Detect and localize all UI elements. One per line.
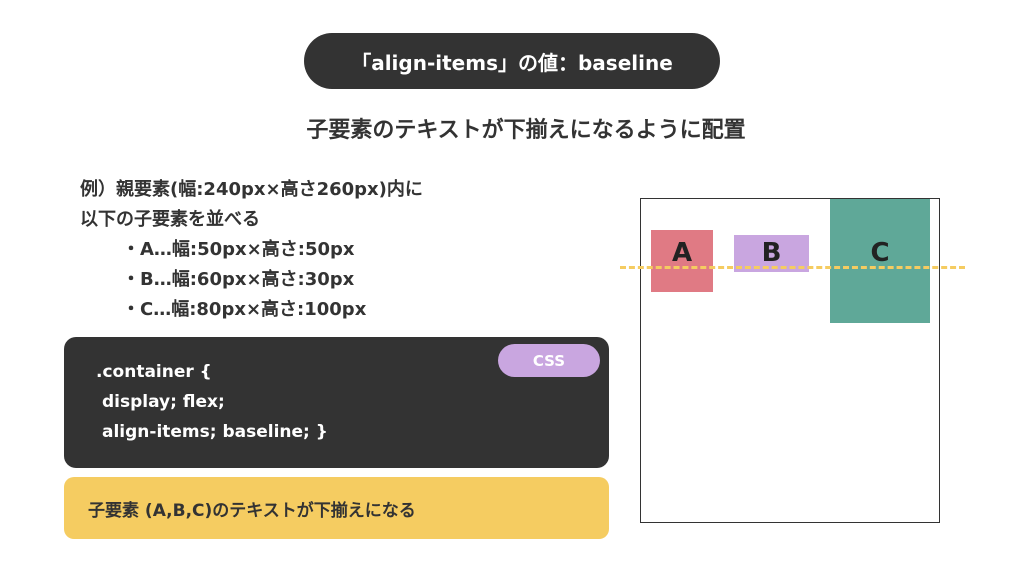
parent-container-box — [640, 198, 940, 523]
child-box-c: C — [830, 199, 930, 323]
code-block: CSS .container { display; flex; align-it… — [64, 337, 609, 468]
child-box-b-label: B — [761, 238, 782, 268]
code-lines: .container { display; flex; align-items;… — [96, 357, 328, 447]
title-pill: 「align-items」の値：baseline — [304, 33, 720, 89]
child-box-a: A — [651, 230, 713, 292]
example-line-1: 例）親要素(幅:240px×高さ260px)内に — [80, 179, 423, 200]
css-badge: CSS — [498, 344, 600, 377]
code-line-2: display; flex; — [102, 392, 225, 412]
code-line-3: align-items; baseline; } — [102, 422, 328, 442]
subtitle: 子要素のテキストが下揃えになるように配置 — [306, 118, 746, 143]
page-title: 「align-items」の値：baseline — [351, 50, 673, 75]
example-line-2: 以下の子要素を並べる — [80, 209, 260, 230]
note-text: 子要素 (A,B,C)のテキストが下揃えになる — [88, 500, 416, 521]
note-box: 子要素 (A,B,C)のテキストが下揃えになる — [64, 477, 609, 539]
example-item-a: ・A…幅:50px×高さ:50px — [122, 239, 355, 260]
baseline-line — [620, 266, 965, 269]
example-text: 例）親要素(幅:240px×高さ260px)内に 以下の子要素を並べる ・A…幅… — [80, 175, 423, 325]
child-box-c-label: C — [870, 238, 890, 268]
code-line-1: .container { — [96, 362, 212, 382]
child-box-b: B — [734, 235, 809, 272]
example-item-c: ・C…幅:80px×高さ:100px — [122, 299, 367, 320]
child-box-a-label: A — [671, 238, 693, 268]
example-item-b: ・B…幅:60px×高さ:30px — [122, 269, 355, 290]
